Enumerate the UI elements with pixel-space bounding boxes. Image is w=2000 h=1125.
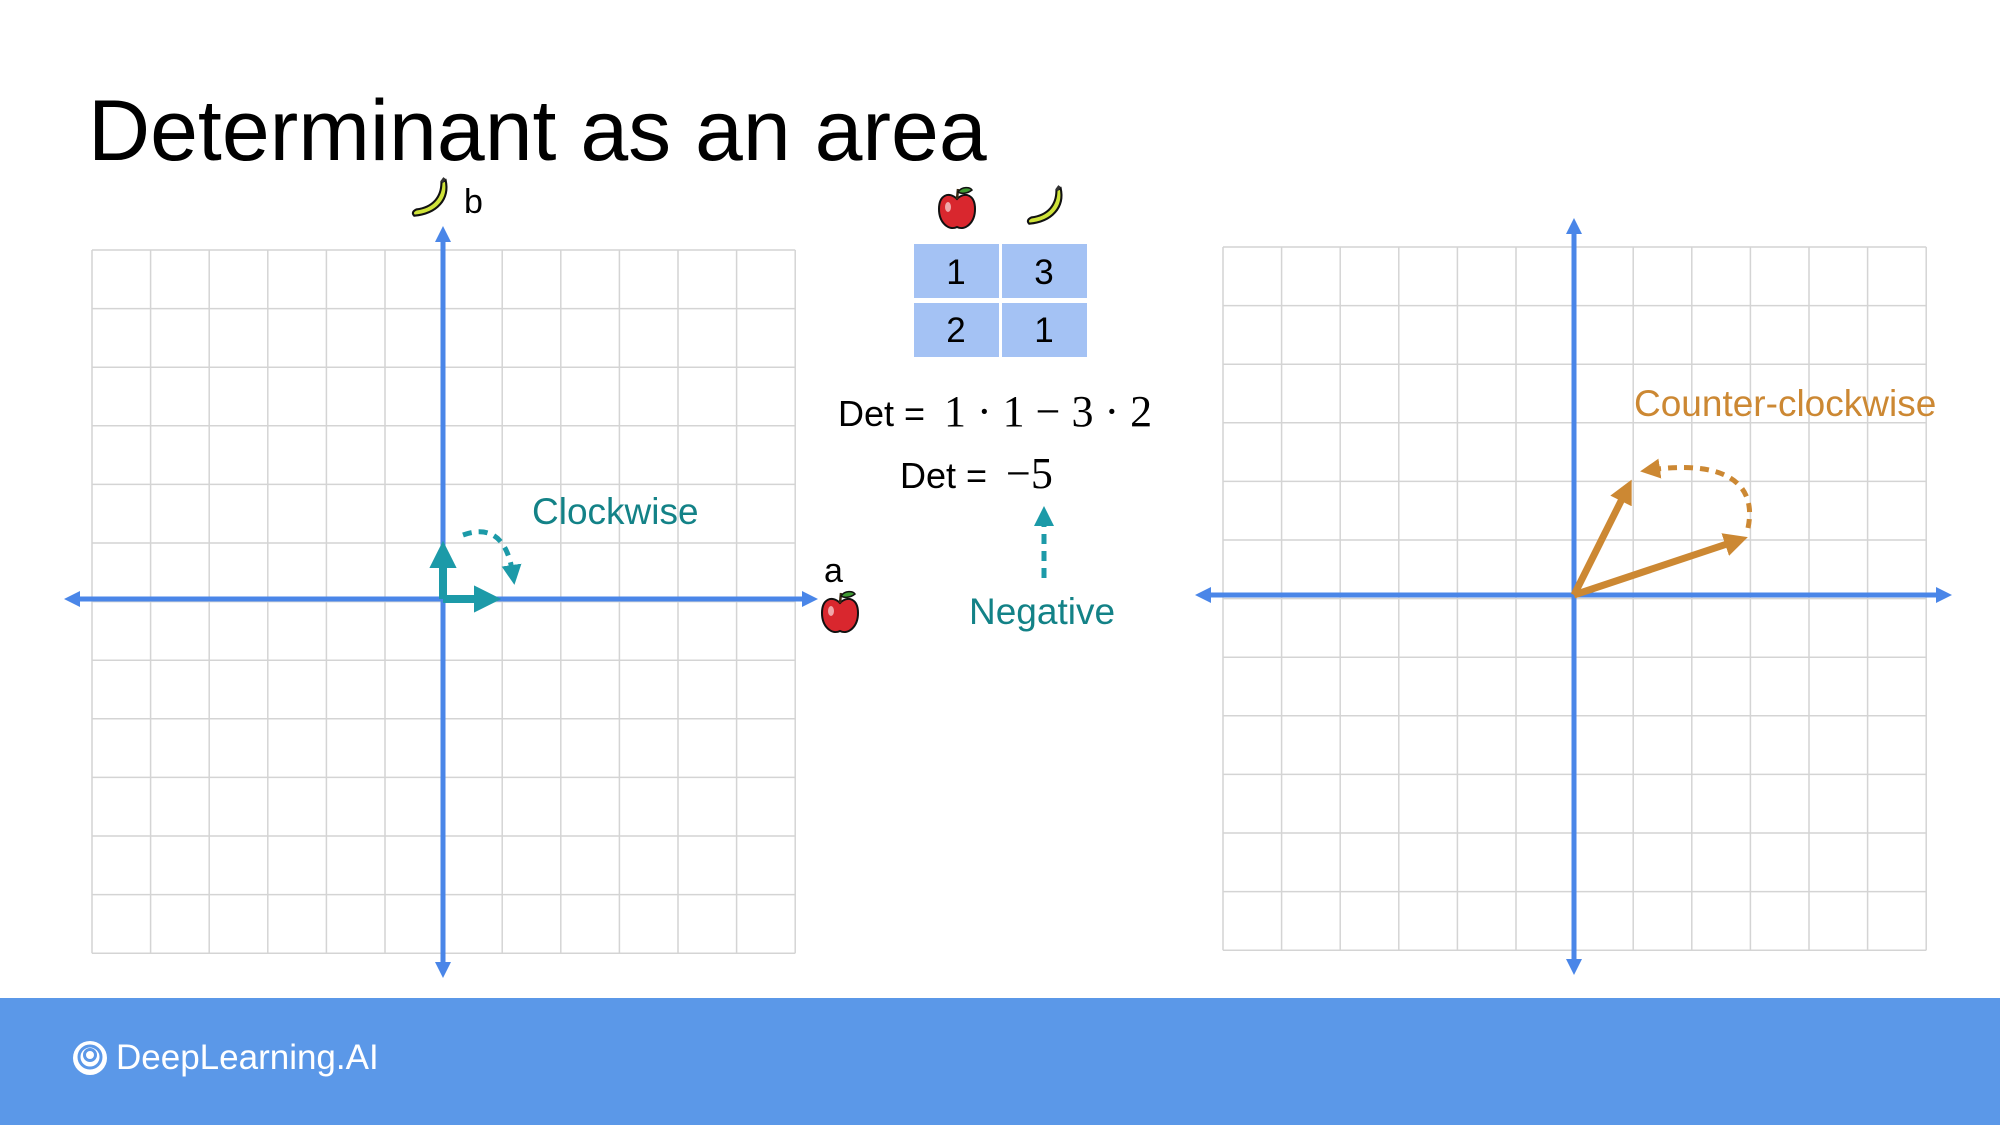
matrix-cell bbox=[1002, 244, 1087, 298]
left-x-axis-label: a bbox=[824, 552, 843, 590]
matrix-panel: 1 3 2 1 Det = 1 · 1 − 3 · 2 Det = −5 Neg… bbox=[838, 184, 1152, 632]
footer-logo[interactable]: DeepLearning.AI bbox=[70, 1038, 379, 1078]
matrix-cell bbox=[914, 303, 999, 357]
matrix-value: 1 bbox=[1034, 311, 1053, 350]
right-vector-a bbox=[1572, 533, 1748, 599]
matrix-cell bbox=[1002, 303, 1087, 357]
deeplearning-logo-icon bbox=[73, 1041, 107, 1075]
apple-icon bbox=[820, 590, 860, 634]
det-label: Det = bbox=[900, 455, 987, 496]
matrix-cell bbox=[914, 244, 999, 298]
banana-icon bbox=[1026, 184, 1064, 226]
det-expression: 1 · 1 − 3 · 2 bbox=[944, 387, 1152, 436]
clockwise-label: Clockwise bbox=[532, 491, 699, 532]
counter-clockwise-arrow bbox=[1640, 458, 1752, 529]
slide-title: Determinant as an area bbox=[88, 83, 987, 179]
det-value: −5 bbox=[1006, 449, 1053, 498]
banana-icon bbox=[411, 176, 449, 218]
matrix-value: 1 bbox=[946, 253, 965, 292]
det-label: Det = bbox=[838, 393, 925, 434]
right-plot: Counter-clockwise bbox=[1194, 217, 1953, 976]
negative-label: Negative bbox=[969, 591, 1115, 632]
clockwise-arrow bbox=[462, 529, 522, 585]
matrix-value: 3 bbox=[1034, 253, 1053, 292]
matrix-value: 2 bbox=[946, 311, 965, 350]
footer-bar: DeepLearning.AI bbox=[0, 998, 2000, 1125]
apple-icon bbox=[937, 186, 977, 230]
counter-clockwise-label: Counter-clockwise bbox=[1634, 383, 1936, 424]
slide-diagram: Clockwise b a 1 3 2 1 Det = 1 · 1 − 3 · … bbox=[63, 176, 1953, 979]
footer-brand: DeepLearning.AI bbox=[116, 1038, 379, 1077]
right-vector-b bbox=[1570, 479, 1632, 597]
left-plot: Clockwise b a bbox=[63, 176, 860, 979]
left-y-axis-label: b bbox=[464, 183, 483, 221]
